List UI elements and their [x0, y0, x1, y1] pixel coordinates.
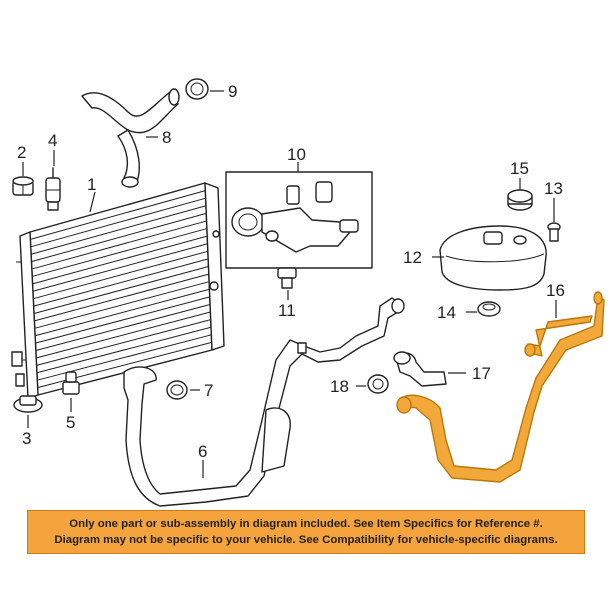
disclaimer-banner: Only one part or sub-assembly in diagram…	[27, 510, 585, 554]
callout-17: 17	[472, 364, 491, 383]
radiator-fin	[36, 326, 212, 374]
radiator-fin	[30, 205, 207, 255]
callout-9: 9	[228, 82, 237, 101]
callout-5: 5	[66, 413, 75, 432]
callout-11: 11	[278, 301, 296, 320]
leader-lines	[22, 90, 557, 478]
callout-12: 12	[403, 248, 422, 267]
radiator-fin	[33, 250, 208, 300]
radiator-fin	[32, 228, 208, 277]
bolt-11	[277, 267, 297, 289]
lower-mount	[13, 395, 43, 413]
radiator-fin	[33, 258, 209, 307]
radiator-fin	[32, 235, 208, 285]
radiator-fin	[34, 288, 210, 337]
bracket-pin	[45, 167, 61, 211]
hose-clamp-upper	[185, 78, 209, 100]
radiator-fin	[36, 311, 211, 359]
thermostat-housing-group	[225, 171, 373, 269]
thermostat-housing	[231, 181, 359, 253]
connector-hose	[393, 351, 447, 387]
callout-15: 15	[510, 159, 529, 178]
screw-13	[547, 222, 561, 242]
radiator-fin	[31, 212, 207, 263]
radiator-fin	[33, 266, 209, 314]
callout-numbers: 1 2 4 3 5 6 7 8 9 10 11 12 13 14 15 16 1…	[17, 82, 565, 461]
highlighted-coolant-hose	[396, 291, 605, 483]
callout-7: 7	[204, 381, 213, 400]
callout-6: 6	[198, 442, 207, 461]
upper-mount-bushing	[12, 176, 34, 196]
callout-16: 16	[546, 281, 565, 300]
callout-14: 14	[437, 303, 456, 322]
hose-clamp-18	[367, 374, 389, 394]
radiator-fin	[36, 319, 211, 366]
callout-2: 2	[17, 143, 26, 162]
radiator	[11, 182, 225, 399]
callout-8: 8	[162, 128, 171, 147]
radiator-fin	[34, 273, 209, 322]
radiator-fin	[34, 281, 210, 329]
reservoir-cap	[507, 189, 533, 211]
coolant-reservoir	[439, 225, 547, 291]
callout-1: 1	[87, 175, 96, 194]
callout-4: 4	[48, 131, 57, 150]
radiator-fin	[31, 220, 207, 270]
radiator-fin	[30, 197, 206, 248]
grommet	[477, 301, 501, 317]
callout-18: 18	[330, 377, 349, 396]
disclaimer-line-2: Diagram may not be specific to your vehi…	[54, 534, 558, 546]
lower-bracket	[62, 371, 80, 395]
disclaimer-line-1: Only one part or sub-assembly in diagram…	[69, 518, 543, 530]
radiator-fin	[30, 190, 206, 240]
radiator-fin	[35, 296, 210, 344]
callout-3: 3	[22, 429, 31, 448]
upper-radiator-hose	[81, 88, 180, 188]
lower-coolant-pipe	[123, 297, 405, 507]
radiator-fin	[32, 243, 208, 292]
callout-13: 13	[544, 179, 563, 198]
radiator-fin	[35, 303, 211, 352]
o-ring	[166, 380, 188, 400]
callout-10: 10	[287, 145, 306, 164]
